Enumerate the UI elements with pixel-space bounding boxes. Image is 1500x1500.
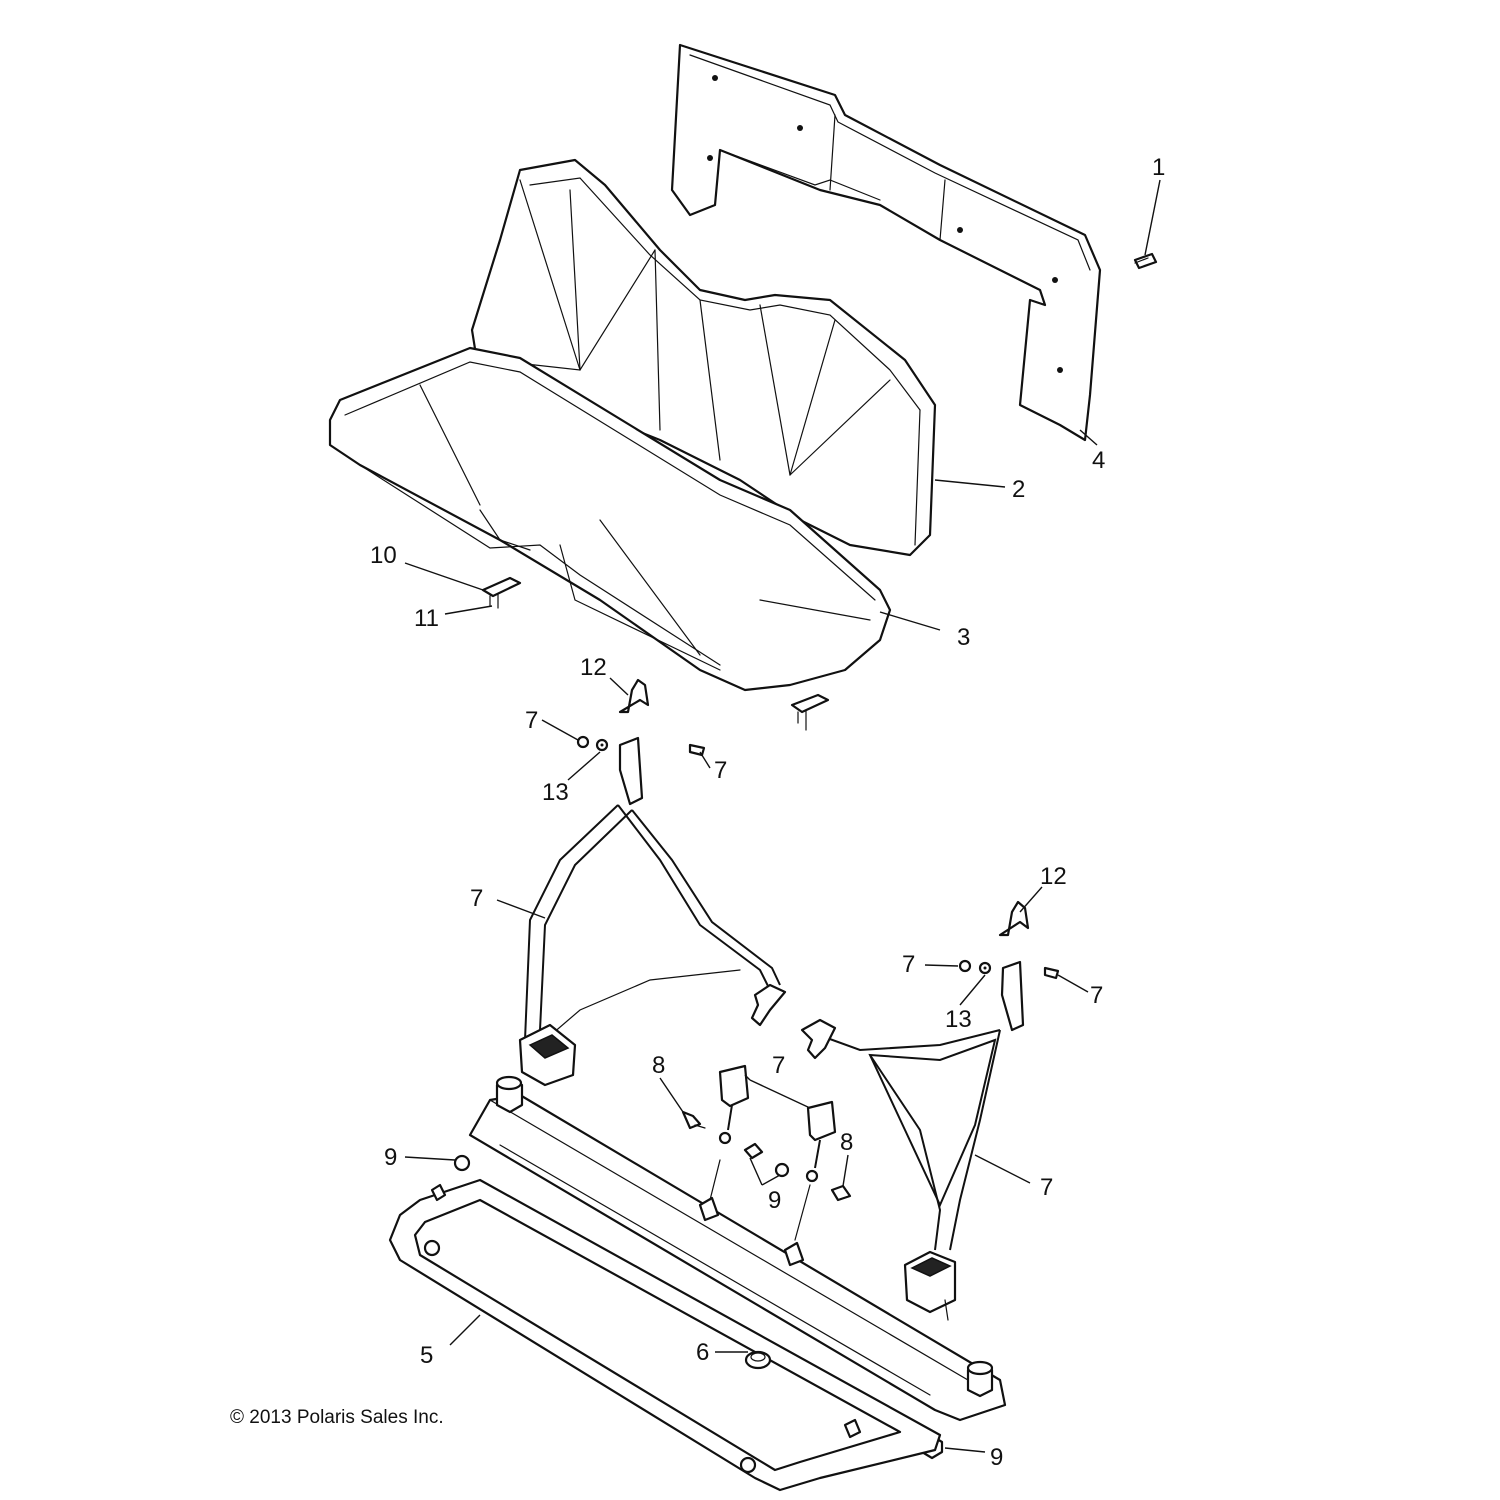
callout-7-center-buckle: 7 xyxy=(772,1052,785,1079)
seat-belt-right xyxy=(800,1018,1001,1321)
callout-7-left-bolt: 7 xyxy=(714,757,727,784)
callout-6: 6 xyxy=(696,1339,709,1366)
copyright-notice: © 2013 Polaris Sales Inc. xyxy=(230,1407,444,1428)
callout-7-left-belt: 7 xyxy=(470,885,483,912)
callout-9-center: 9 xyxy=(768,1187,781,1214)
callout-7-right-nut: 7 xyxy=(902,951,915,978)
seat-back-panel xyxy=(670,43,1102,442)
belt-anchor-bracket-upper xyxy=(618,678,650,714)
leader-lines xyxy=(404,179,1161,1453)
callout-11: 11 xyxy=(414,605,439,632)
screw xyxy=(1133,252,1158,270)
callout-8-left: 8 xyxy=(652,1052,665,1079)
callout-4: 4 xyxy=(1092,447,1105,474)
callout-12-upper: 12 xyxy=(580,654,607,681)
seat-bottom-cushion xyxy=(328,346,892,692)
seat-frame xyxy=(388,1075,1007,1492)
callout-5: 5 xyxy=(420,1342,433,1369)
hardware-left-upper xyxy=(576,735,706,806)
mount-bracket-left xyxy=(481,576,522,609)
callout-7-right-bolt: 7 xyxy=(1090,982,1103,1009)
callout-9-left: 9 xyxy=(384,1144,397,1171)
callout-2: 2 xyxy=(1012,476,1025,503)
callout-13-left: 13 xyxy=(542,779,569,806)
callout-1: 1 xyxy=(1152,154,1165,181)
callout-7-left-nut: 7 xyxy=(525,707,538,734)
callout-12-lower: 12 xyxy=(1040,863,1067,890)
hardware-right-upper xyxy=(958,959,1060,1032)
seat-belt-left xyxy=(518,804,787,1087)
grommet xyxy=(744,1350,772,1370)
mount-bracket-right xyxy=(790,693,830,731)
callout-9-bottom: 9 xyxy=(990,1444,1003,1471)
callout-10: 10 xyxy=(370,542,397,569)
seat-belt-buckles-center xyxy=(718,1064,837,1183)
callout-13-right: 13 xyxy=(945,1006,972,1033)
callout-8-right: 8 xyxy=(840,1129,853,1156)
callout-labels: 1 2 3 4 5 6 7 7 7 7 7 7 7 7 8 8 9 9 9 10… xyxy=(370,154,1165,1471)
callout-7-right-belt: 7 xyxy=(1040,1174,1053,1201)
seat-backrest xyxy=(470,158,937,557)
callout-3: 3 xyxy=(957,624,970,651)
